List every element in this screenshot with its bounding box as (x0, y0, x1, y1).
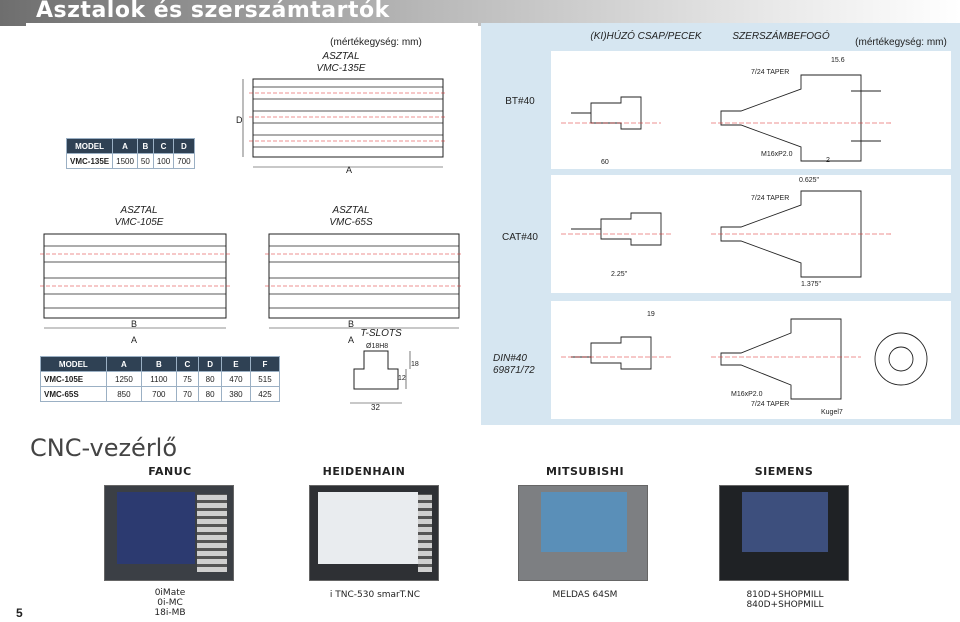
cell-a: 1500 (112, 153, 138, 169)
fanuc-models: 0iMate 0i-MC 18i-MB (154, 588, 186, 618)
brand-mitsubishi: MITSUBISHI (545, 465, 625, 478)
tslot-dim-4: 12 (398, 375, 406, 382)
dim-b-105: B (131, 319, 138, 329)
cell-c: 70 (175, 386, 200, 402)
cat40-label: CAT#40 (502, 232, 538, 243)
spec-table-105: MODEL A B C D E F VMC-105E 1250 1100 75 … (40, 356, 281, 402)
table-row: VMC-65S 850 700 70 80 380 425 (40, 386, 281, 402)
din40-thread: M16xP2.0 (731, 391, 763, 398)
cat40-dim: 0.625" (799, 177, 820, 184)
mitsubishi-controller-image (518, 485, 648, 581)
siemens-models: 810D+SHOPMILL 840D+SHOPMILL (746, 590, 824, 610)
din40-drawing: 19 M16xP2.0 7/24 TAPER Kugel7 (551, 301, 951, 419)
din40-dim: 19 (647, 311, 655, 318)
th-b: B (136, 138, 154, 154)
bt40-drawing: 7/24 TAPER M16xP2.0 15.6 2 60 (551, 51, 951, 169)
th-c: C (175, 356, 200, 372)
cell-d: 700 (173, 153, 195, 169)
th-b: B (141, 356, 177, 372)
cell-model: VMC-105E (40, 371, 107, 387)
col-tool-holder: SZERSZÁMBEFOGÓ (732, 31, 830, 42)
table-header-row: MODEL A B C D E F (40, 356, 281, 372)
cat40-drawing: 0.625" 7/24 TAPER 2.25" 1.375" (551, 175, 951, 293)
cell-model: VMC-135E (65, 153, 114, 169)
page-title: Asztalok és szerszámtartók (36, 0, 390, 23)
asztal-135-title: ASZTAL VMC-135E (316, 51, 366, 74)
cell-b: 1100 (141, 371, 177, 387)
brand-siemens: SIEMENS (754, 465, 814, 478)
th-d: D (173, 138, 195, 154)
cell-f: 425 (249, 386, 281, 402)
unit-label-right: (mértékegység: mm) (855, 37, 947, 48)
tslot-dim-3: 18 (411, 361, 419, 368)
tslot-dim-2: 32 (371, 403, 380, 412)
th-e: E (220, 356, 251, 372)
col-pull-stud: (KI)HÚZÓ CSAP/PECEK (590, 31, 702, 42)
th-model: MODEL (65, 138, 114, 154)
heidenhain-models: i TNC-530 smarT.NC (329, 590, 421, 600)
brand-heidenhain: HEIDENHAIN (322, 465, 406, 478)
cell-c: 100 (152, 153, 175, 169)
cell-d: 80 (198, 371, 222, 387)
bt40-label: BT#40 (505, 96, 535, 107)
dim-d-135: D (236, 115, 243, 125)
cat40-dim: 2.25" (611, 271, 628, 278)
dim-a-65: A (348, 335, 355, 345)
spec-table-135: MODEL A B C D VMC-135E 1500 50 100 700 (65, 138, 195, 169)
unit-label-left: (mértékegység: mm) (330, 37, 422, 48)
heidenhain-controller-image (309, 485, 439, 581)
bt40-taper: 7/24 TAPER (751, 69, 790, 76)
brand-fanuc: FANUC (148, 465, 192, 478)
cell-e: 470 (220, 371, 251, 387)
cell-c: 75 (175, 371, 200, 387)
th-model: MODEL (40, 356, 107, 372)
fanuc-controller-image (104, 485, 234, 581)
din40-label: DIN#40 69871/72 (493, 353, 535, 376)
table-row: VMC-135E 1500 50 100 700 (65, 153, 195, 169)
tslot-dim-1: Ø18H8 (366, 343, 389, 350)
din40-taper: 7/24 TAPER (751, 401, 790, 408)
holders-panel: (KI)HÚZÓ CSAP/PECEK SZERSZÁMBEFOGÓ (mért… (481, 23, 960, 425)
siemens-controller-image (719, 485, 849, 581)
tables-panel: (mértékegység: mm) ASZTAL VMC-135E A D M… (26, 23, 478, 425)
table-header-row: MODEL A B C D (65, 138, 195, 154)
cell-d: 80 (198, 386, 222, 402)
th-f: F (249, 356, 281, 372)
cell-a: 1250 (105, 371, 143, 387)
cat40-taper: 7/24 TAPER (751, 195, 790, 202)
dim-a-135: A (346, 165, 353, 175)
cell-b: 700 (141, 386, 177, 402)
bt40-thread: M16xP2.0 (761, 151, 793, 158)
bt40-dim: 60 (601, 159, 609, 166)
page-number: 5 (16, 606, 23, 620)
th-a: A (105, 356, 143, 372)
th-a: A (112, 138, 138, 154)
header-bar: Asztalok és szerszámtartók (0, 0, 960, 26)
asztal-65-title: ASZTAL VMC-65S (329, 205, 373, 228)
cnc-section-title: CNC-vezérlő (30, 434, 178, 462)
table-135-drawing (242, 78, 447, 168)
cell-model: VMC-65S (40, 386, 107, 402)
cell-a: 850 (105, 386, 143, 402)
cell-e: 380 (220, 386, 251, 402)
tslot-drawing (350, 350, 411, 404)
dim-a-105: A (131, 335, 138, 345)
din40-dim: Kugel7 (821, 409, 843, 416)
cell-b: 50 (136, 153, 154, 169)
asztal-105-title: ASZTAL VMC-105E (114, 205, 164, 228)
cell-f: 515 (249, 371, 281, 387)
bt40-dim: 15.6 (831, 57, 845, 64)
mitsubishi-models: MELDAS 64SM (552, 590, 618, 600)
table-row: VMC-105E 1250 1100 75 80 470 515 (40, 371, 281, 387)
th-c: C (152, 138, 175, 154)
cat40-dim: 1.375" (801, 281, 822, 288)
tslots-title: T-SLOTS (360, 328, 402, 339)
table-105-drawing (40, 233, 230, 329)
table-65-drawing (265, 233, 463, 329)
dim-b-65: B (348, 319, 355, 329)
th-d: D (198, 356, 222, 372)
bt40-dim: 2 (826, 157, 830, 164)
